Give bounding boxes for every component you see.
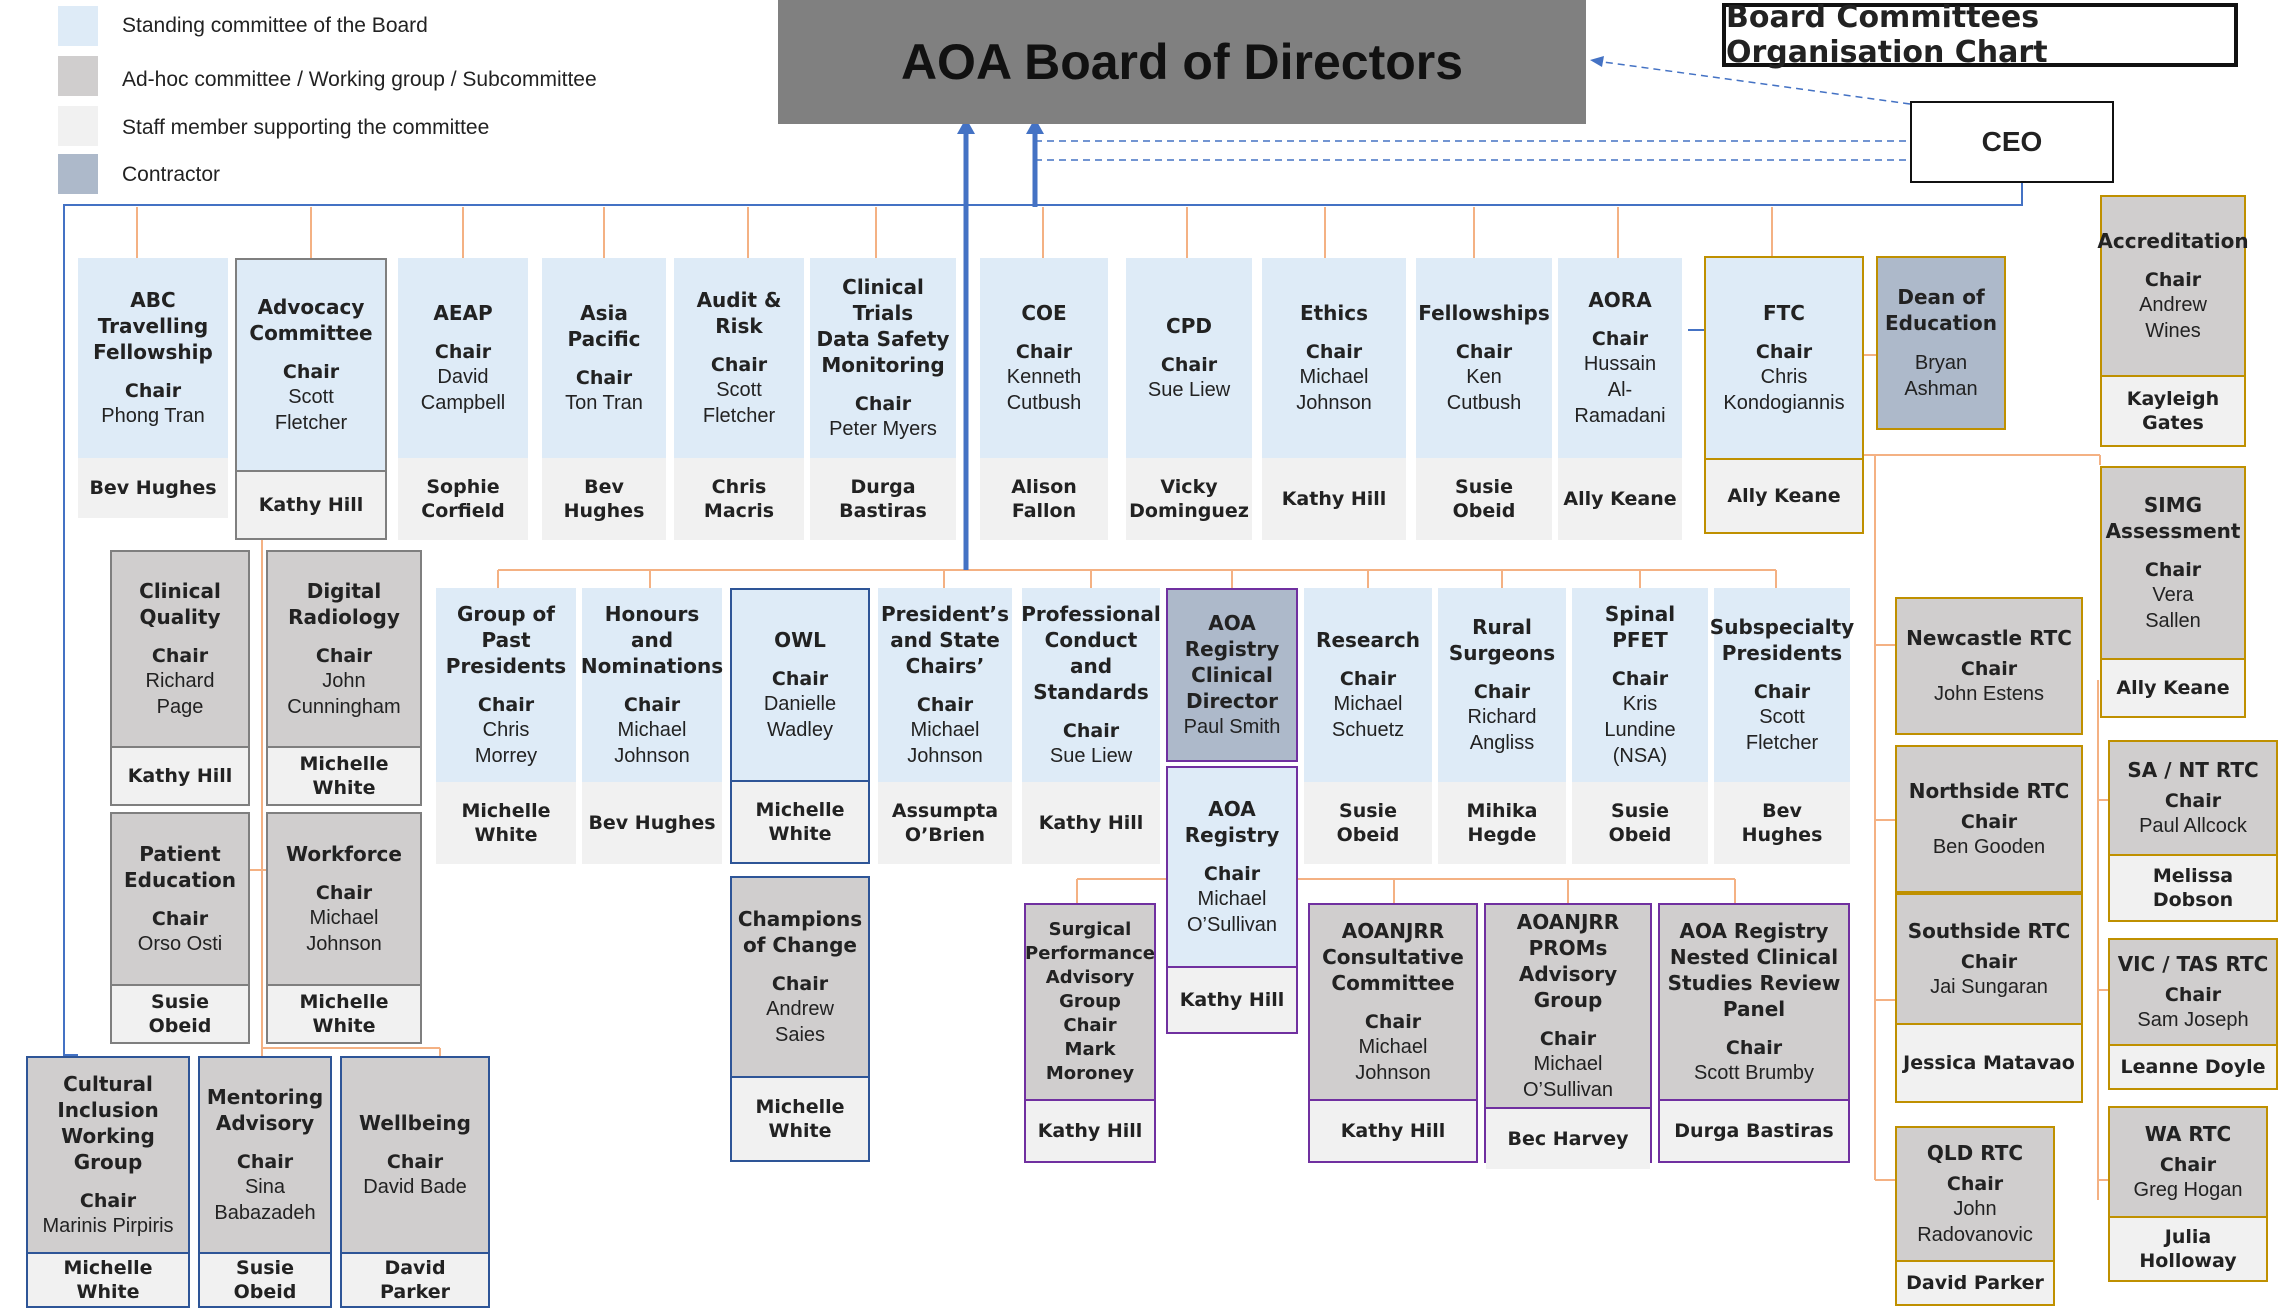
ceo-box: CEO — [1910, 101, 2114, 183]
legend-label-staff: Staff member supporting the committee — [122, 116, 490, 139]
chart-title: Board Committees Organisation Chart — [1722, 0, 2238, 70]
legend-swatch-adhoc — [58, 56, 98, 96]
legend-label-contractor: Contractor — [122, 163, 221, 186]
board-of-directors-box: AOA Board of Directors — [778, 0, 1586, 124]
committee-nested-clinical-studies: AOA Registry Nested Clinical Studies Rev… — [1658, 903, 1850, 1163]
legend-swatch-contractor — [58, 154, 98, 194]
legend-label-standing: Standing committee of the Board — [122, 14, 428, 37]
legend-label-adhoc: Ad-hoc committee / Working group / Subco… — [122, 68, 597, 91]
legend-swatch-staff — [58, 106, 98, 146]
legend-swatch-standing — [58, 6, 98, 46]
committee-surgical-performance: Surgical Performance Advisory Group Chai… — [1024, 903, 1156, 1163]
